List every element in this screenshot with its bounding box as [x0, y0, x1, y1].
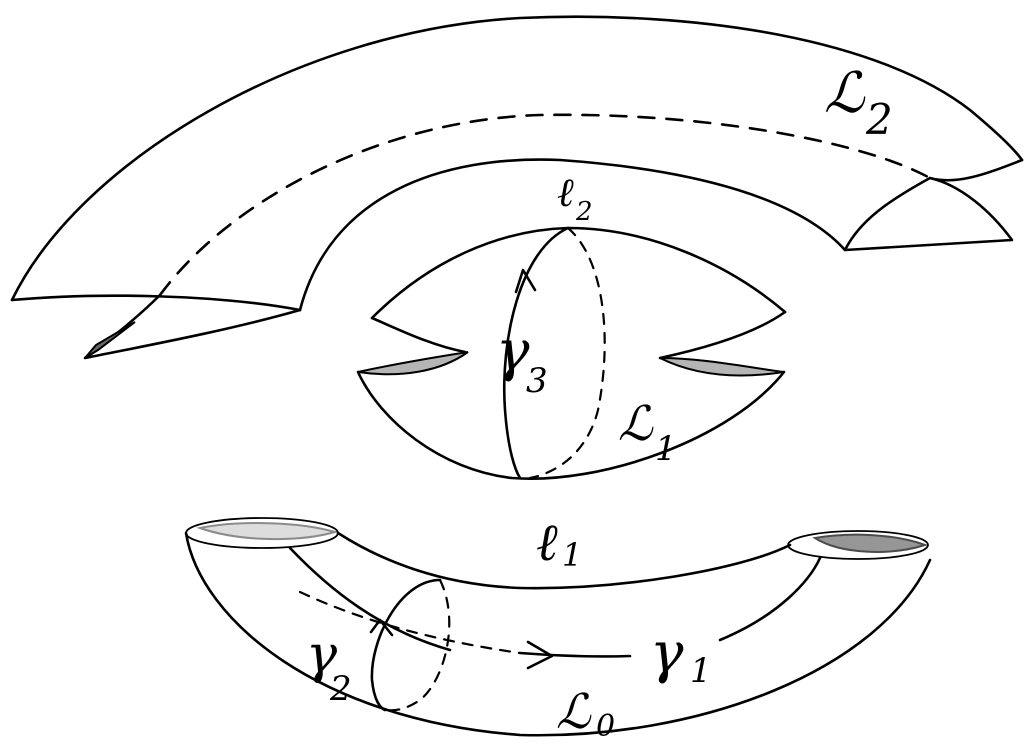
- label-l1-sub: 1: [562, 536, 582, 574]
- L2-outer-edge: [12, 17, 1022, 300]
- gamma1-visible: [520, 653, 630, 656]
- label-gamma1-sub: 1: [690, 651, 712, 691]
- label-gamma1-main: γ: [650, 621, 684, 686]
- label-L1-main: ℒ: [618, 396, 654, 452]
- label-L0-main: ℒ: [556, 684, 592, 740]
- surface-L2: [12, 17, 1022, 358]
- L1-right-notch-top: [660, 312, 785, 358]
- L0-right-end-shade: [815, 535, 925, 552]
- L2-right-tip: [845, 160, 1022, 250]
- L1-left-flap: [358, 352, 468, 374]
- L1-bottom-edge: [358, 372, 784, 479]
- surface-L1: [358, 228, 785, 479]
- gamma3-arrow: [516, 270, 535, 292]
- label-l2-main: ℓ: [557, 170, 574, 216]
- label-gamma3-main: γ: [496, 319, 530, 384]
- label-L2-sub: 2: [865, 95, 893, 144]
- L0-inner-edge-right: [720, 558, 820, 640]
- label-L2: ℒ 2: [824, 61, 893, 144]
- label-L1-sub: 1: [655, 429, 677, 469]
- label-gamma1: γ 1: [650, 621, 712, 691]
- label-L2-main: ℒ: [824, 61, 866, 126]
- L1-top-edge: [372, 228, 785, 318]
- L1-left-notch-top: [372, 318, 465, 352]
- label-l2: ℓ 2: [557, 170, 593, 227]
- label-L0: ℒ 0: [556, 684, 615, 744]
- label-l1-main: ℓ: [536, 513, 558, 573]
- label-gamma2: γ 2: [306, 625, 352, 709]
- L2-hidden-edge: [160, 115, 930, 295]
- L1-right-flap: [660, 358, 784, 375]
- L0-left-end-shade: [200, 523, 335, 539]
- gamma3-back: [530, 228, 605, 478]
- label-L0-sub: 0: [596, 709, 615, 744]
- label-l2-sub: 2: [575, 197, 593, 227]
- gamma2-back: [385, 580, 449, 710]
- label-gamma3-sub: 3: [526, 361, 548, 401]
- label-l1: ℓ 1: [536, 513, 582, 574]
- label-gamma2-sub: 2: [329, 669, 352, 709]
